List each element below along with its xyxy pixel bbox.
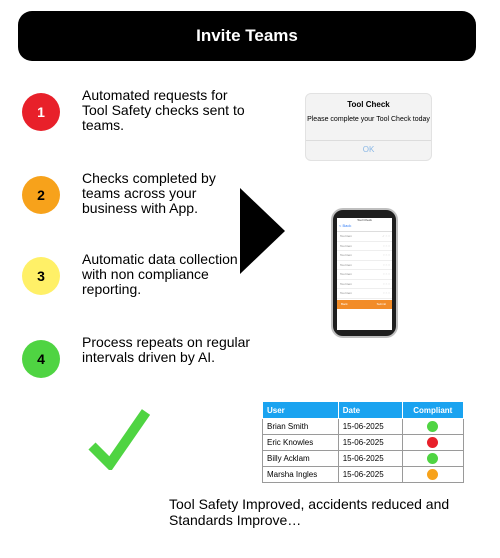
step-number-badge: 2 <box>22 176 60 214</box>
step-number-badge: 3 <box>22 257 60 295</box>
date-cell: 15-06-2025 <box>337 434 403 451</box>
compliant-cell <box>401 450 465 467</box>
step-text: Automatic data collection with non compl… <box>82 251 238 297</box>
header-title: Invite Teams <box>196 26 298 45</box>
step-2: 2 Checks completed by teams across your … <box>22 171 252 232</box>
check-mark-icon <box>88 409 150 470</box>
step-4: 4 Process repeats on regular intervals d… <box>22 335 252 396</box>
screen-back-button: Back <box>341 302 348 306</box>
user-cell: Billy Acklam <box>262 450 339 467</box>
screen-list-row: Tool item○ ○ ○ <box>337 280 392 289</box>
step-number: 1 <box>37 104 45 120</box>
screen-status-bar: Tool Check <box>357 218 372 222</box>
compliance-table: User Date Compliant Brian Smith 15-06-20… <box>262 401 465 483</box>
step-1: 1 Automated requests for Tool Safety che… <box>22 88 252 149</box>
table-row: Eric Knowles 15-06-2025 <box>262 434 465 451</box>
phone-screen: Tool Check < Back Tool item✓ ○ ○ Tool it… <box>337 218 392 330</box>
screen-list-row: Tool item○ ○ ○ <box>337 261 392 270</box>
user-cell: Eric Knowles <box>262 434 339 451</box>
screen-submit-button: Submit <box>376 302 386 306</box>
screen-list-row: Tool item○ ○ ○ <box>337 270 392 280</box>
alert-title: Tool Check <box>347 100 390 109</box>
compliant-cell <box>401 466 465 483</box>
date-cell: 15-06-2025 <box>337 450 403 467</box>
step-number: 3 <box>37 268 45 284</box>
phone-mockup: Tool Check < Back Tool item✓ ○ ○ Tool it… <box>331 208 398 338</box>
user-cell: Marsha Ingles <box>262 466 339 483</box>
table-row: Marsha Ingles 15-06-2025 <box>262 466 465 483</box>
compliant-cell <box>401 418 465 435</box>
step-text: Checks completed by teams across your bu… <box>82 170 216 216</box>
screen-back-link: < Back <box>337 223 392 232</box>
step-number-badge: 4 <box>22 340 60 378</box>
status-dot <box>427 453 439 464</box>
tool-check-alert: Tool Check Please complete your Tool Che… <box>305 93 432 161</box>
step-number: 2 <box>37 187 45 203</box>
table-row: Brian Smith 15-06-2025 <box>262 418 465 435</box>
compliant-cell <box>401 434 465 451</box>
alert-divider <box>306 140 431 141</box>
step-number-badge: 1 <box>22 93 60 131</box>
screen-list-row: Tool item○ ○ ○ <box>337 242 392 251</box>
header-banner: Invite Teams <box>18 11 476 61</box>
alert-message: Please complete your Tool Check today <box>307 116 430 123</box>
step-3: 3 Automatic data collection with non com… <box>22 252 252 313</box>
date-cell: 15-06-2025 <box>337 418 403 435</box>
status-dot <box>427 421 439 432</box>
step-number: 4 <box>37 351 45 367</box>
column-header-user: User <box>262 401 339 419</box>
table-header-row: User Date Compliant <box>262 401 465 419</box>
date-cell: 15-06-2025 <box>337 466 403 483</box>
screen-list-row: Tool item✓ ○ ○ <box>337 232 392 242</box>
screen-list-row: Tool item○ ○ ○ <box>337 289 392 299</box>
user-cell: Brian Smith <box>262 418 339 435</box>
column-header-date: Date <box>337 401 403 419</box>
column-header-compliant: Compliant <box>401 401 465 419</box>
step-text: Process repeats on regular intervals dri… <box>82 334 251 365</box>
screen-action-bar: Back Submit <box>337 300 392 309</box>
table-row: Billy Acklam 15-06-2025 <box>262 450 465 467</box>
alert-ok-button[interactable]: OK <box>362 145 375 154</box>
screen-list-row: Tool item○ ○ ○ <box>337 251 392 261</box>
play-arrow-icon <box>240 188 285 274</box>
summary-text: Tool Safety Improved, accidents reduced … <box>169 496 450 528</box>
step-text: Automated requests for Tool Safety check… <box>82 87 245 133</box>
status-dot <box>427 469 439 480</box>
status-dot <box>427 437 439 448</box>
